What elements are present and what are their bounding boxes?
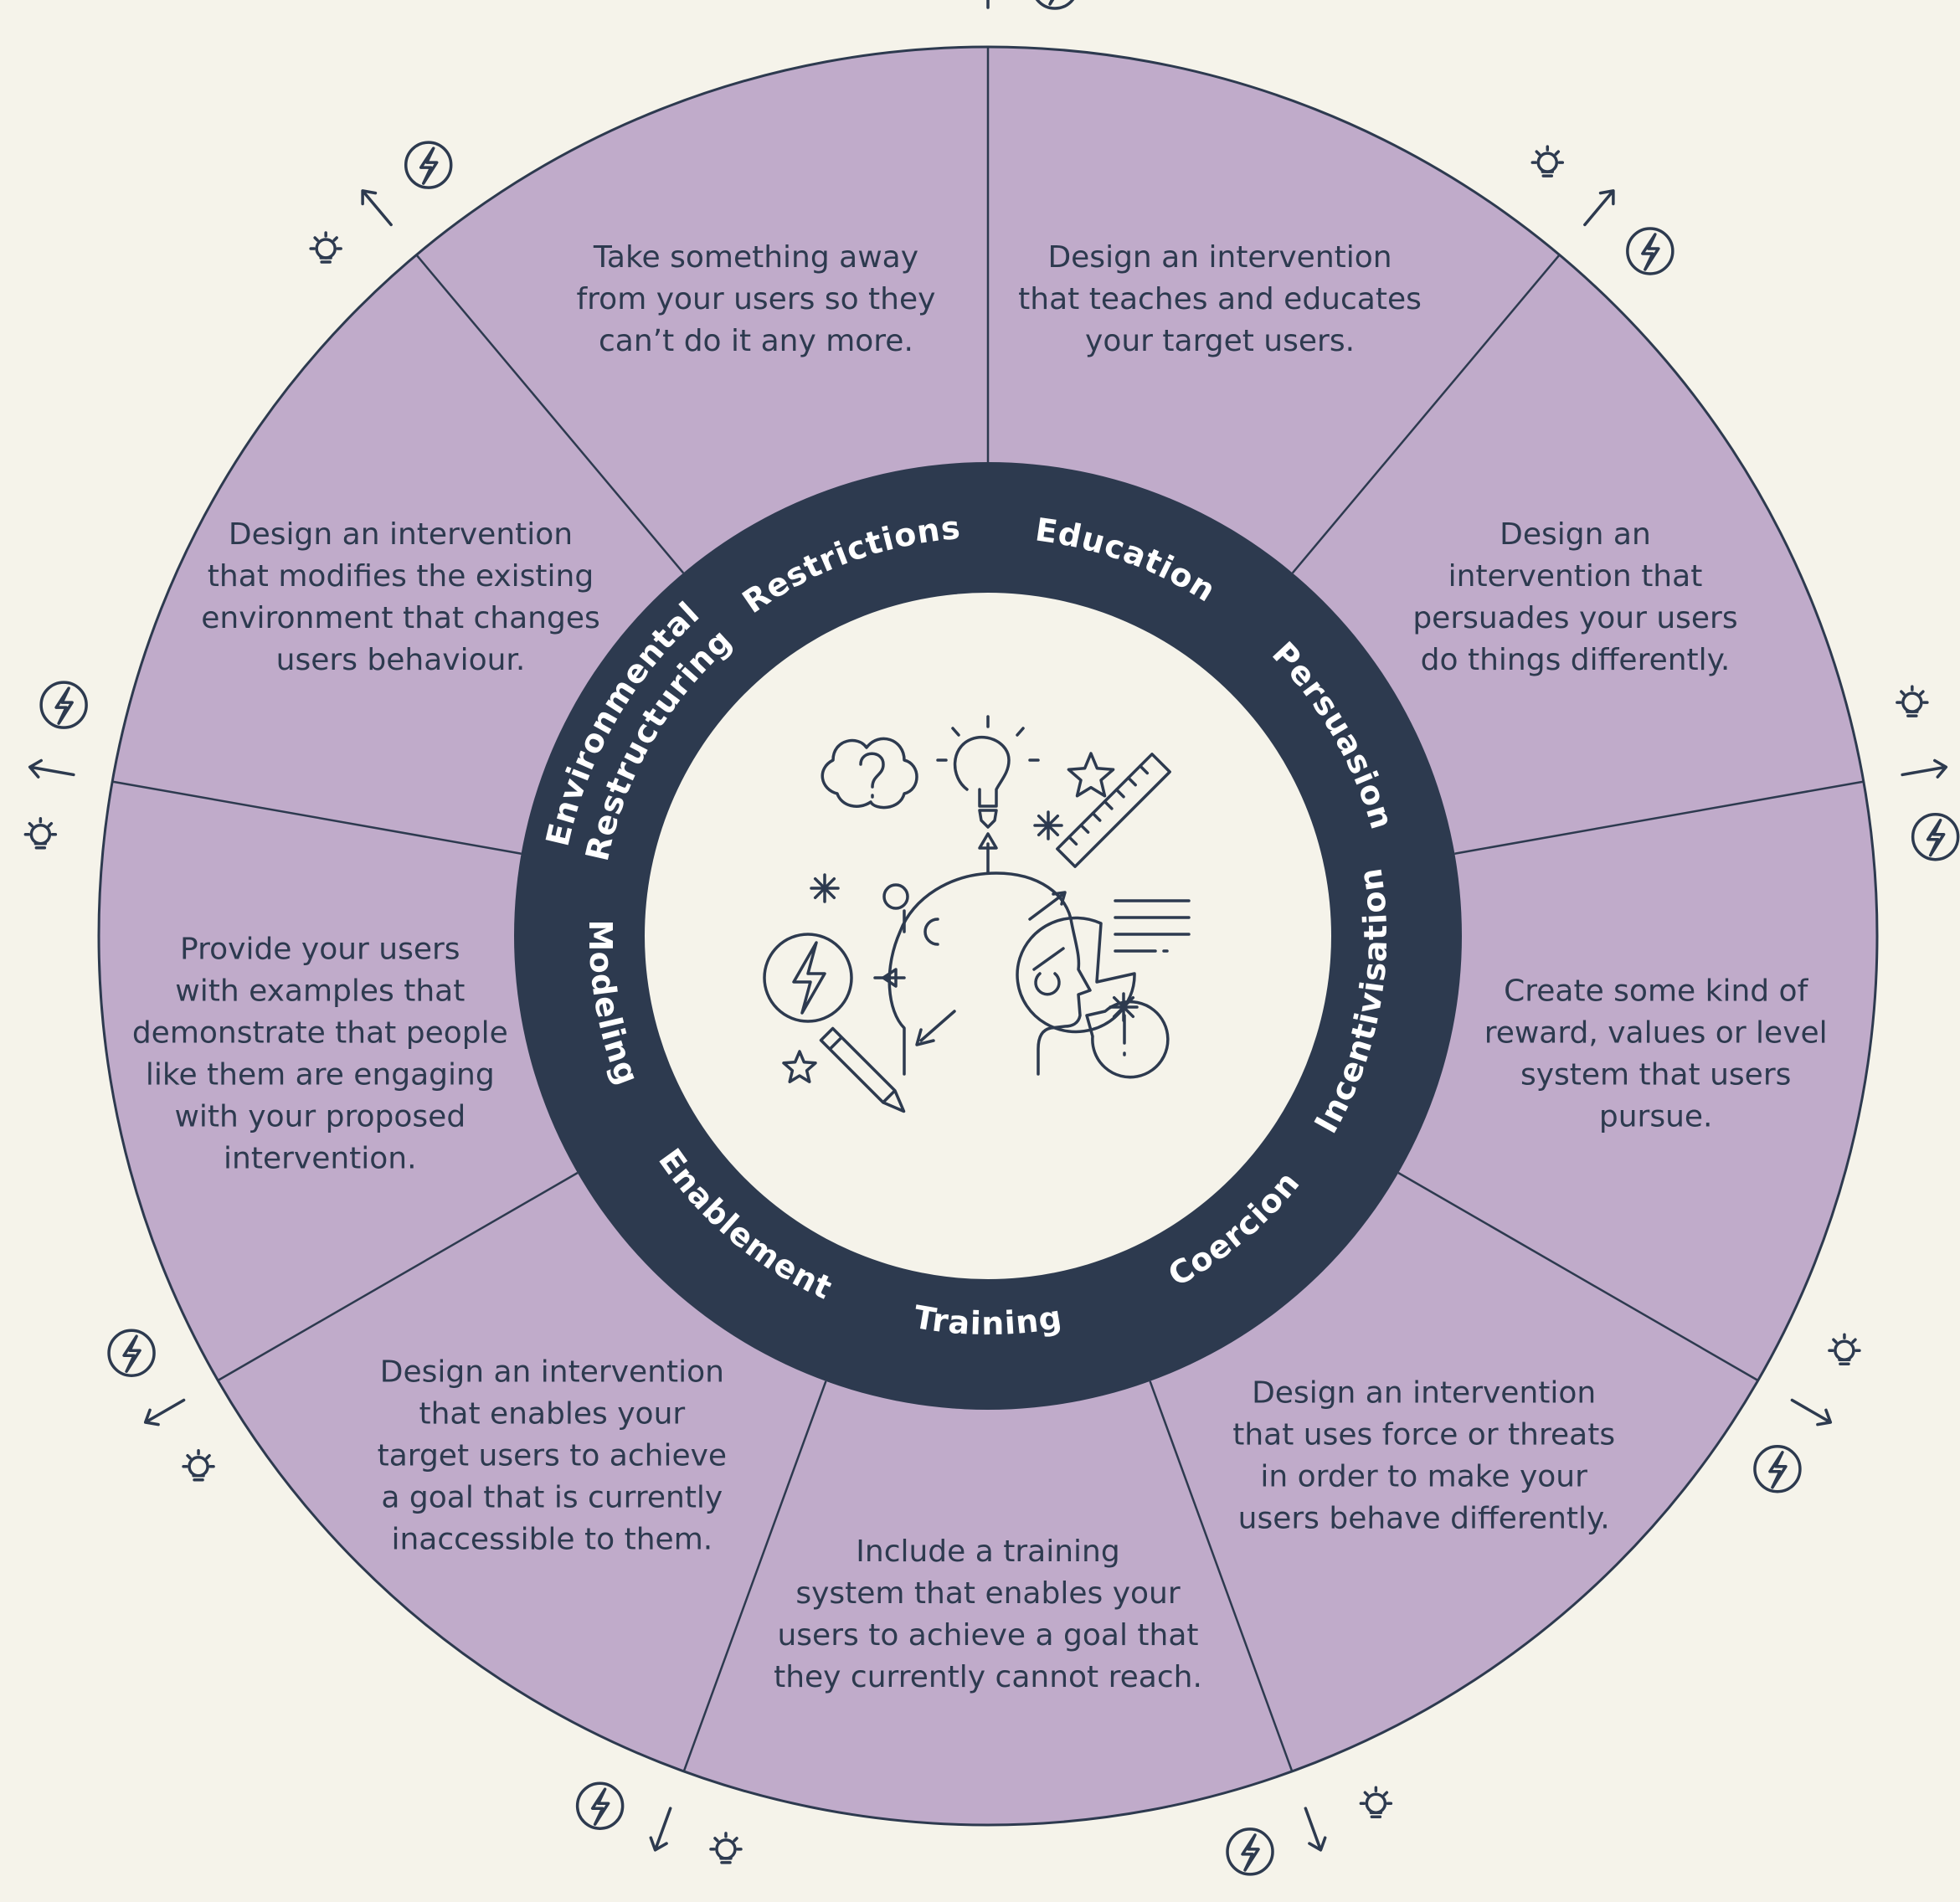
question-cloud-icon <box>821 737 918 810</box>
indicator-up <box>1530 145 1674 275</box>
indicator-down <box>107 1329 215 1482</box>
sparkle-icon <box>1033 810 1063 840</box>
lightning-icon <box>1226 1827 1274 1876</box>
lightning-circle-icon <box>763 933 853 1023</box>
lightning-icon <box>1753 1445 1802 1493</box>
arrow-icon <box>1901 758 1948 779</box>
lightning-icon <box>1035 0 1075 10</box>
sparkle-icon <box>810 873 840 903</box>
segment-divider <box>111 780 522 855</box>
arrow-icon <box>649 1807 672 1852</box>
segment-divider <box>217 1171 579 1382</box>
indicator-down <box>575 1781 743 1864</box>
indicator-up <box>1896 685 1960 861</box>
arrow-icon <box>143 1398 186 1426</box>
head-profile-icon <box>873 832 1092 1076</box>
lightbulb-icon <box>1828 1333 1861 1365</box>
arrow-icon <box>1304 1807 1327 1852</box>
segment-divider <box>415 254 685 574</box>
star-icon <box>1067 752 1115 798</box>
lightbulb-icon <box>1530 145 1565 177</box>
lightning-icon <box>107 1329 156 1377</box>
indicator-down <box>1226 1786 1393 1876</box>
indicator-up <box>23 681 88 850</box>
segment-divider <box>682 1380 827 1772</box>
lightning-icon <box>1626 227 1674 275</box>
arrow-icon <box>986 0 990 9</box>
arrow-icon <box>28 758 75 779</box>
inner-ring: EducationPersuasionIncentivisationCoerci… <box>514 462 1462 1410</box>
segment-divider <box>1454 780 1865 855</box>
arrow-icon <box>1790 1398 1833 1426</box>
arrow-icon <box>1583 189 1615 227</box>
lightbulb-icon <box>1359 1786 1393 1818</box>
center-disc <box>645 593 1331 1279</box>
ring-label-training: Training <box>911 1298 1065 1342</box>
indicator-down <box>1753 1333 1861 1493</box>
segment-divider <box>1291 254 1561 574</box>
small-circle-icon <box>882 883 909 910</box>
ruler-icon <box>1056 753 1171 868</box>
pencil-icon <box>819 1026 906 1113</box>
star-icon <box>782 1050 817 1083</box>
segment-divider <box>1149 1380 1294 1772</box>
lightning-icon <box>39 681 88 729</box>
lightbulb-icon <box>936 715 1040 829</box>
lightbulb-icon <box>709 1832 743 1864</box>
lightning-icon <box>575 1781 625 1830</box>
segment-divider <box>1397 1171 1759 1382</box>
lightbulb-icon <box>23 816 58 850</box>
indicators <box>23 0 1960 1876</box>
lightbulb-icon <box>309 231 342 264</box>
indicator-up <box>309 141 453 264</box>
lightning-icon <box>404 141 453 189</box>
sparkle-icon <box>1109 992 1139 1022</box>
arrow-icon <box>361 189 393 227</box>
center-illustration <box>763 715 1191 1113</box>
lightning-icon <box>1911 812 1960 861</box>
lightbulb-icon <box>1896 685 1929 717</box>
lightbulb-icon <box>182 1449 215 1482</box>
indicator-up <box>986 0 1075 10</box>
